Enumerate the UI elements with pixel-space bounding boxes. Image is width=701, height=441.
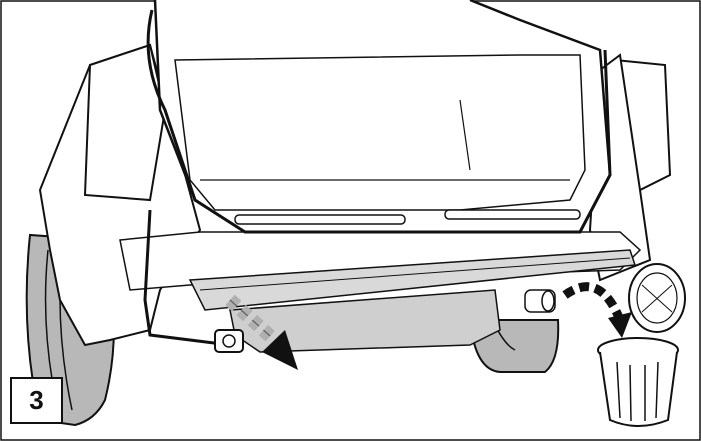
trash-bin-icon: [597, 337, 679, 427]
car-body: [38, 0, 672, 347]
step-number-box: 3: [10, 377, 63, 424]
discard-arrow-icon: [562, 282, 632, 338]
removal-arrow-icon: [225, 294, 298, 370]
cover-cap-icon: [628, 263, 686, 333]
exhaust-pipe: [524, 289, 556, 313]
tow-hitch-connector-icon: [214, 329, 244, 353]
step-number: 3: [29, 385, 44, 415]
bumper-beam: [188, 249, 637, 311]
